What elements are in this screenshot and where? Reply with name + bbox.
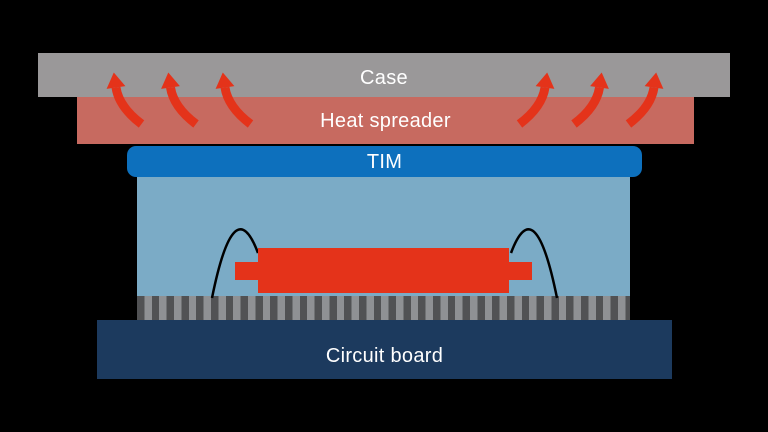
pin-grid <box>137 296 630 320</box>
package-substrate <box>137 177 630 296</box>
case-label: Case <box>360 67 408 89</box>
tim-layer: TIM <box>127 146 642 177</box>
circuit-board-label: Circuit board <box>325 344 444 367</box>
case-layer: Case <box>38 53 730 97</box>
tim-label: TIM <box>366 150 403 173</box>
circuit-board-layer: Circuit board <box>97 320 672 379</box>
heat-spreader-layer: Heat spreader <box>77 97 694 144</box>
heat-spreader-label: Heat spreader <box>320 109 451 132</box>
